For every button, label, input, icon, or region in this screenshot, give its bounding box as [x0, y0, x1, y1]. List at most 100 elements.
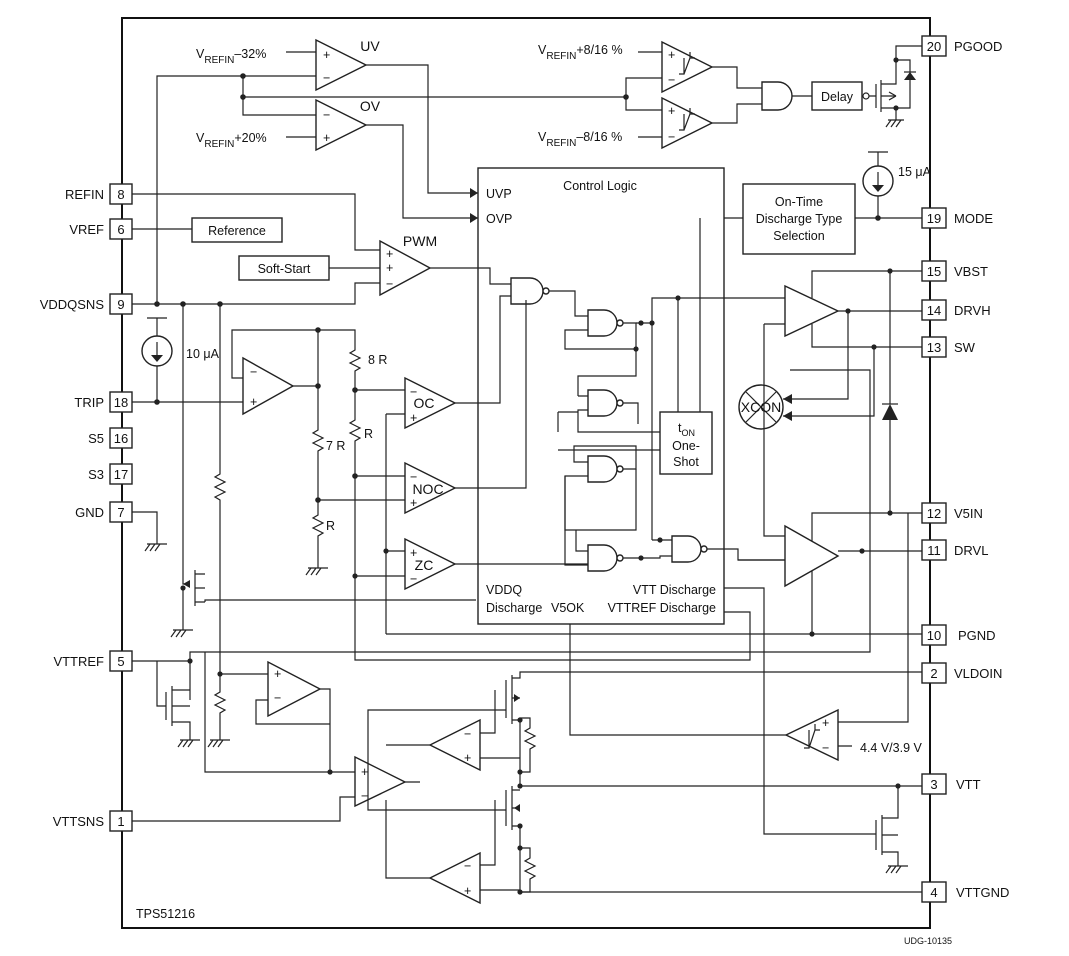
- svg-text:4: 4: [930, 885, 937, 900]
- svg-text:VREF: VREF: [69, 222, 104, 237]
- xcon-block: XCON: [738, 384, 784, 430]
- svg-text:One-: One-: [672, 439, 700, 453]
- svg-text:TRIP: TRIP: [74, 395, 104, 410]
- svg-text:S5: S5: [88, 431, 104, 446]
- svg-text:−: −: [323, 71, 330, 85]
- svg-text:MODE: MODE: [954, 211, 993, 226]
- vtt-discharge-mosfet: [724, 587, 908, 874]
- svg-text:OV: OV: [360, 98, 381, 114]
- nand-gate-4: [587, 455, 624, 483]
- noc-comparator: − + NOC: [404, 461, 457, 515]
- svg-text:R: R: [326, 519, 335, 533]
- v5in-uvlo-comparator: + − 4.4 V/3.9 V: [784, 708, 923, 762]
- resistor-7r: 7 R: [311, 386, 345, 500]
- resistor-r-bottom: R: [305, 500, 335, 576]
- svg-text:3: 3: [930, 777, 937, 792]
- svg-text:+: +: [274, 667, 281, 681]
- svg-text:NOC: NOC: [412, 481, 443, 497]
- vddq-discharge-mosfet: [170, 304, 476, 638]
- svg-text:VREFIN+20%: VREFIN+20%: [196, 131, 267, 150]
- svg-text:+: +: [323, 131, 330, 145]
- pin-vttsns: 1 VTTSNS: [53, 810, 133, 832]
- pin-vref: 6 VREF: [69, 218, 133, 240]
- svg-text:VTTGND: VTTGND: [956, 885, 1009, 900]
- svg-text:15 μA: 15 μA: [898, 165, 932, 179]
- svg-text:6: 6: [117, 222, 124, 237]
- trip-current-source: 10 μA: [141, 317, 220, 402]
- pin-mode: 19 MODE: [921, 207, 993, 229]
- svg-text:GND: GND: [75, 505, 104, 520]
- svg-text:VTTSNS: VTTSNS: [53, 814, 105, 829]
- svg-text:−: −: [250, 365, 257, 379]
- svg-text:−: −: [668, 73, 675, 87]
- svg-text:15: 15: [927, 264, 941, 279]
- nand-gate-6: [671, 535, 708, 563]
- pgood-lower-comparator: + −: [661, 96, 714, 150]
- svg-text:18: 18: [114, 395, 128, 410]
- ref-label-uv: VREFIN–32%: [196, 47, 266, 66]
- ov-comparator: − + OV: [315, 98, 381, 152]
- svg-text:5: 5: [117, 654, 124, 669]
- svg-text:ZC: ZC: [415, 557, 434, 573]
- svg-text:S3: S3: [88, 467, 104, 482]
- svg-text:+: +: [361, 765, 368, 779]
- svg-text:OC: OC: [414, 395, 435, 411]
- svg-text:DRVH: DRVH: [954, 303, 991, 318]
- svg-text:1: 1: [117, 814, 124, 829]
- svg-text:10: 10: [927, 628, 941, 643]
- svg-text:VDDQSNS: VDDQSNS: [40, 297, 105, 312]
- soft-start-block: Soft-Start: [238, 255, 330, 281]
- svg-text:+: +: [410, 496, 417, 510]
- svg-text:tON: tON: [678, 421, 695, 438]
- zc-comparator: + − ZC: [404, 537, 457, 591]
- svg-text:+: +: [323, 48, 330, 62]
- svg-text:V5OK: V5OK: [551, 601, 585, 615]
- svg-text:+: +: [668, 104, 675, 118]
- svg-text:REFIN: REFIN: [65, 187, 104, 202]
- svg-text:12: 12: [927, 506, 941, 521]
- svg-text:11: 11: [927, 543, 941, 558]
- pin-vtt: 3 VTT: [921, 773, 981, 795]
- pin-s3: 17 S3: [88, 463, 133, 485]
- svg-text:8 R: 8 R: [368, 353, 387, 367]
- svg-text:VTT: VTT: [956, 777, 981, 792]
- pin-refin: 8 REFIN: [65, 183, 133, 205]
- svg-text:8: 8: [117, 187, 124, 202]
- pgood-upper-comparator: + −: [661, 40, 714, 94]
- svg-text:−: −: [464, 727, 471, 741]
- svg-text:20: 20: [927, 39, 941, 54]
- pin-trip: 18 TRIP: [74, 391, 133, 413]
- svg-text:VTT Discharge: VTT Discharge: [633, 583, 716, 597]
- svg-text:UVP: UVP: [486, 187, 512, 201]
- pin-vttref: 5 VTTREF: [53, 650, 133, 672]
- svg-text:Reference: Reference: [208, 224, 266, 238]
- pin-sw: 13 SW: [921, 336, 976, 358]
- oc-comparator: − + OC: [404, 376, 457, 430]
- svg-text:+: +: [410, 546, 417, 560]
- pin-v5in: 12 V5IN: [921, 502, 983, 524]
- svg-text:9: 9: [117, 297, 124, 312]
- delay-block: Delay: [811, 81, 863, 111]
- svg-text:PGOOD: PGOOD: [954, 39, 1002, 54]
- svg-text:7: 7: [117, 505, 124, 520]
- vttref-discharge-mosfet: [165, 686, 200, 748]
- svg-text:V5IN: V5IN: [954, 506, 983, 521]
- svg-text:+: +: [386, 261, 393, 275]
- reference-block: Reference: [191, 217, 283, 243]
- svg-text:7 R: 7 R: [326, 439, 345, 453]
- svg-text:16: 16: [114, 431, 128, 446]
- svg-text:+: +: [250, 395, 257, 409]
- pin-vddqsns: 9 VDDQSNS: [40, 293, 133, 315]
- svg-text:+: +: [464, 884, 471, 898]
- svg-text:4.4 V/3.9 V: 4.4 V/3.9 V: [860, 741, 923, 755]
- svg-text:VBST: VBST: [954, 264, 988, 279]
- ton-one-shot-block: tON One- Shot: [659, 411, 713, 475]
- pin-drvl: 11 DRVL: [921, 539, 988, 561]
- svg-text:PWM: PWM: [403, 233, 437, 249]
- vtt-upper-amp: − +: [428, 718, 481, 772]
- svg-text:+: +: [822, 716, 829, 730]
- svg-text:2: 2: [930, 666, 937, 681]
- pin-vldoin: 2 VLDOIN: [921, 662, 1002, 684]
- trip-buffer-opamp: − +: [242, 356, 295, 416]
